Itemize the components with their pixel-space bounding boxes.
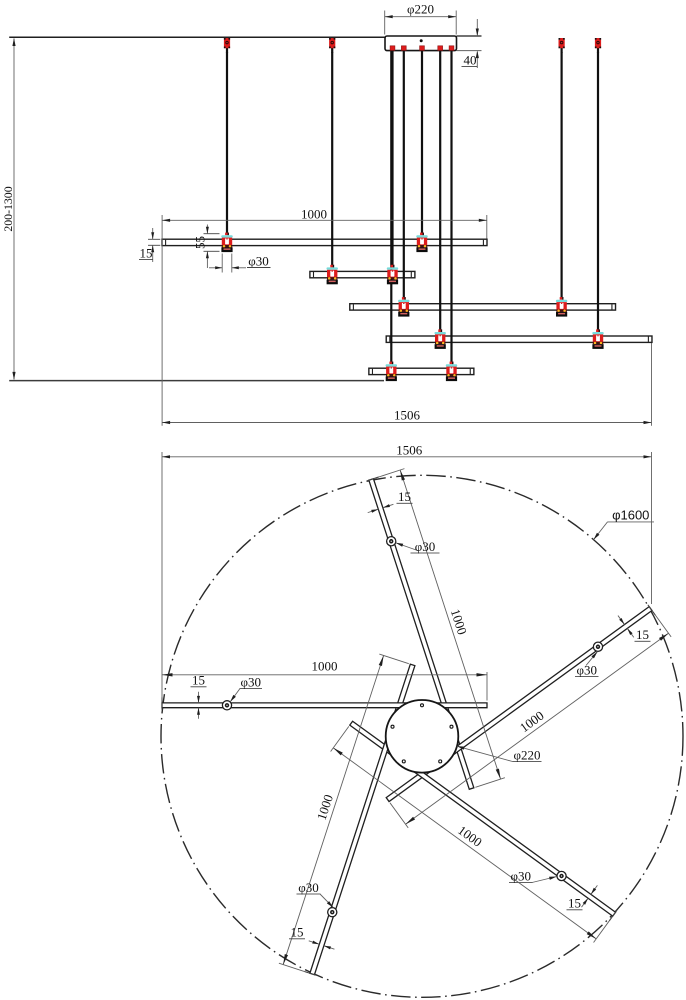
svg-text:200-1300: 200-1300 [1,186,15,231]
svg-text:φ1600: φ1600 [612,508,649,523]
svg-text:1506: 1506 [394,408,421,423]
svg-text:55: 55 [193,236,208,249]
svg-text:φ30: φ30 [576,662,597,677]
svg-text:1506: 1506 [396,442,423,457]
svg-text:φ220: φ220 [513,747,540,762]
svg-text:15: 15 [192,673,205,688]
svg-text:15: 15 [140,246,153,261]
svg-text:φ30: φ30 [510,868,531,883]
svg-text:1000: 1000 [301,207,327,222]
svg-text:40: 40 [464,53,477,68]
svg-text:φ30: φ30 [240,674,261,689]
svg-text:15: 15 [398,489,411,504]
svg-text:φ220: φ220 [407,2,434,17]
svg-text:φ30: φ30 [298,880,319,895]
svg-text:15: 15 [291,925,304,940]
svg-text:1000: 1000 [312,658,338,673]
svg-text:15: 15 [568,896,581,911]
svg-text:15: 15 [636,627,649,642]
svg-text:φ30: φ30 [415,539,436,554]
svg-text:φ30: φ30 [248,254,269,269]
